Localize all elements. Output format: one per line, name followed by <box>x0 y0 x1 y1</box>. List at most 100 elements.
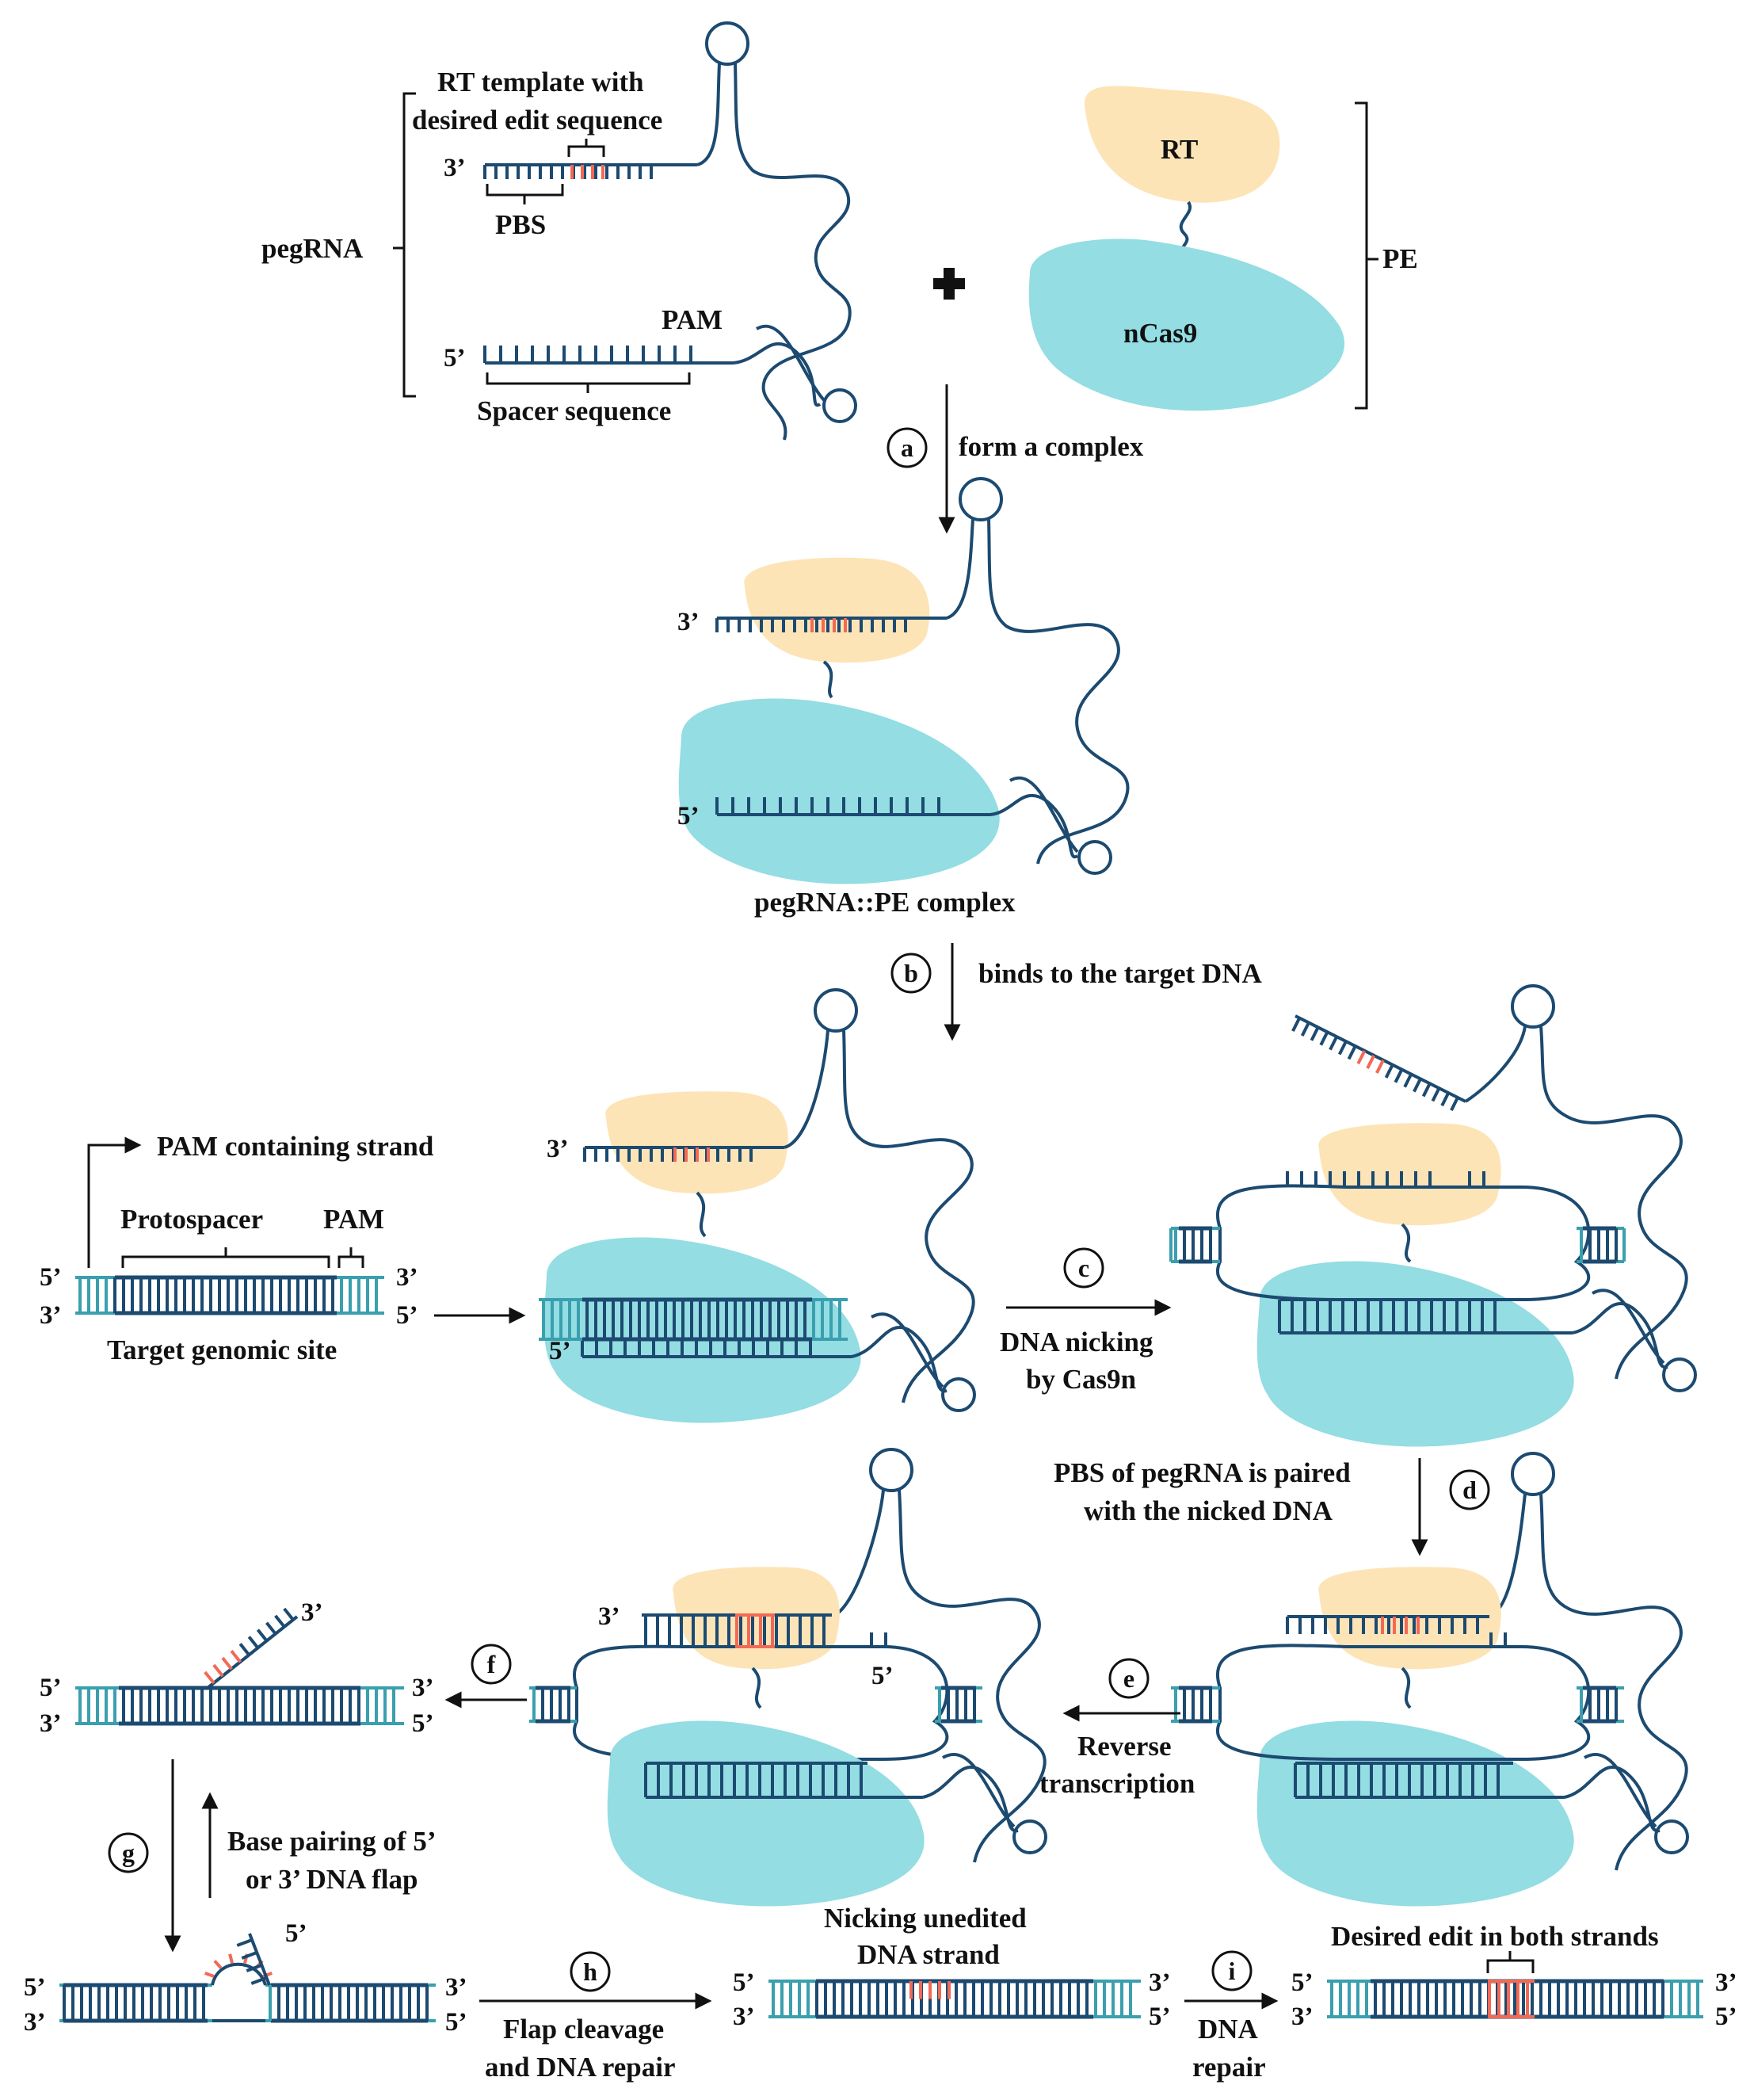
flap3-five-prime-left: 5’ <box>40 1674 62 1702</box>
peg-bottom-hairpin-loop <box>822 388 857 423</box>
target-pam-label: PAM <box>323 1204 384 1235</box>
step-g: g Base pairing of 5’ or 3’ DNA flap <box>108 1759 436 1953</box>
panel-pbs-paired <box>1171 1452 1689 1907</box>
step-i-text-line1: DNA <box>1198 2014 1259 2045</box>
rt-template-label-line2: desired edit sequence <box>412 105 662 136</box>
step-i-badge <box>1211 1950 1253 1991</box>
base-tick <box>1356 1050 1367 1065</box>
base-tick <box>236 1938 253 1947</box>
base-tick <box>274 1614 286 1628</box>
rt-product-rt-protein <box>673 1567 840 1670</box>
step-e-text-line1: Reverse <box>1077 1731 1172 1762</box>
base-tick <box>228 1953 234 1964</box>
final-duplex <box>1327 1979 1703 2019</box>
flap3-five-prime-right: 5’ <box>412 1709 434 1738</box>
final-five-prime-right: 5’ <box>1715 2003 1737 2031</box>
complex-bottom-bases <box>715 797 940 815</box>
step-d-text-line1: PBS of pegRNA is paired <box>1054 1457 1351 1488</box>
rt-product-right-flank <box>935 1686 982 1724</box>
complex-three-prime-end: 3’ <box>677 608 700 636</box>
spacer-bracket <box>486 372 691 393</box>
step-d-badge <box>1449 1469 1490 1510</box>
step-h-badge <box>570 1951 611 1992</box>
step-a: a form a complex <box>887 384 1144 534</box>
paired-spacer-bases <box>1294 1763 1500 1797</box>
complex-bottom-scaffold <box>989 777 1079 859</box>
target-duplex <box>75 1275 384 1315</box>
step-e-letter: e <box>1123 1664 1134 1693</box>
complex-five-prime-end: 5’ <box>677 802 700 830</box>
bound-rt-protein <box>605 1091 788 1194</box>
peg-scaffold-hairpin <box>756 325 826 402</box>
nick-duplex <box>768 1979 1141 2019</box>
pe-bracket <box>1355 101 1378 410</box>
bound-top-edit-bases <box>673 1147 710 1162</box>
protospacer-bracket <box>121 1247 330 1268</box>
base-tick <box>212 1663 224 1678</box>
flap3-flap-bases <box>204 1607 295 1685</box>
base-tick <box>238 1643 251 1656</box>
paired-left-flank <box>1171 1686 1220 1724</box>
complex-linker <box>822 660 833 699</box>
step-d-letter: d <box>1462 1476 1477 1504</box>
nicked-bottom-hairpin-loop <box>1662 1357 1697 1392</box>
base-tick <box>230 1650 242 1663</box>
base-tick <box>1329 1036 1338 1051</box>
step-a-text: form a complex <box>959 431 1144 462</box>
base-tick <box>213 1960 223 1969</box>
step-e-badge <box>1108 1658 1150 1699</box>
base-tick <box>1403 1073 1413 1088</box>
final-label: Desired edit in both strands <box>1331 1921 1659 1952</box>
pbs-label: PBS <box>495 209 546 240</box>
rt-product-scaffold <box>831 1489 1047 1863</box>
base-tick <box>1394 1068 1404 1083</box>
pbs-bracket <box>486 184 564 204</box>
paired-bottom-scaffold <box>1564 1753 1661 1833</box>
released-pegrna-backbone <box>1295 1014 1466 1103</box>
target-three-prime-right: 3’ <box>396 1263 418 1292</box>
hetero-three-prime-right: 3’ <box>445 1973 467 2002</box>
paired-top-hairpin-loop <box>1511 1452 1555 1496</box>
peg-top-edit-bases <box>570 165 604 179</box>
bound-cas9-protein <box>543 1237 861 1423</box>
pam-label-components: PAM <box>662 304 723 335</box>
rt-product-nick-stub-bases <box>870 1632 887 1647</box>
nicked-left-flank <box>1171 1226 1220 1264</box>
step-g-badge <box>108 1832 149 1873</box>
edit-bracket <box>567 139 605 157</box>
plus-icon <box>933 268 965 300</box>
step-f-badge <box>471 1644 512 1685</box>
panel-bound: 3’ 5’ <box>539 988 976 1423</box>
step-b-text: binds to the target DNA <box>978 958 1262 989</box>
step-f: f <box>444 1644 527 1709</box>
base-tick <box>1450 1097 1459 1111</box>
base-tick <box>1431 1087 1441 1102</box>
step-a-letter: a <box>901 433 913 462</box>
base-tick <box>1310 1026 1320 1041</box>
rt-product-bottom-hairpin-loop <box>1012 1819 1047 1854</box>
complex-cas9-protein <box>678 698 1000 884</box>
bound-spacer-bases <box>581 1341 812 1357</box>
pam-strand-label: PAM containing strand <box>157 1131 434 1162</box>
final-five-prime-left: 5’ <box>1291 1968 1314 1997</box>
pe-label: PE <box>1382 243 1418 274</box>
hetero-flap-bases <box>236 1938 267 1985</box>
peg-bottom-bases <box>483 346 692 363</box>
peg-five-prime-end: 5’ <box>444 344 466 372</box>
nick-three-prime-right: 3’ <box>1149 1968 1171 1997</box>
step-h-text-line2: and DNA repair <box>485 2052 676 2083</box>
step-c-letter: c <box>1078 1254 1089 1282</box>
bound-linker <box>696 1191 707 1238</box>
step-g-letter: g <box>122 1838 135 1867</box>
nicked-right-flank <box>1577 1226 1624 1264</box>
rt-template-label-line1: RT template with <box>437 67 644 97</box>
flap3-three-prime-right: 3’ <box>412 1674 434 1702</box>
nicked-linker <box>1401 1223 1412 1263</box>
protospacer-label: Protospacer <box>120 1204 263 1235</box>
final-edit-bases <box>1488 1981 1529 2017</box>
bound-duplex <box>539 1297 848 1342</box>
spacer-label: Spacer sequence <box>477 395 671 426</box>
step-d: d PBS of pegRNA is paired with the nicke… <box>1054 1457 1490 1556</box>
target-three-prime-left: 3’ <box>40 1301 62 1330</box>
